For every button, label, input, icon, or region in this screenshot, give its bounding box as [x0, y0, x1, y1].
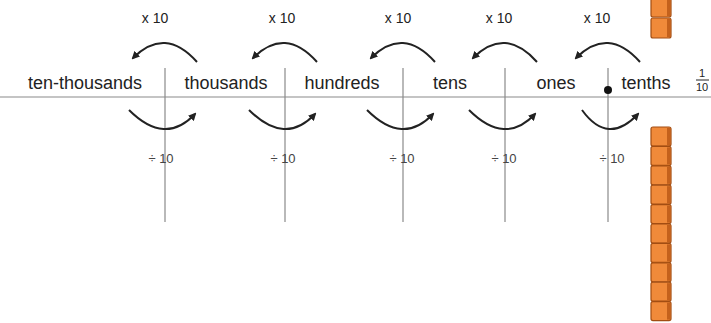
multiply-label: x 10 — [584, 11, 610, 25]
cube-shade — [667, 128, 671, 145]
tenth-cubes — [651, 0, 671, 321]
cube-shade — [667, 186, 671, 203]
place-name: tens — [433, 74, 467, 92]
cube — [651, 185, 671, 204]
fraction-denominator: 10 — [696, 82, 708, 93]
place-name: ten-thousands — [28, 74, 142, 92]
multiply-label: x 10 — [385, 11, 411, 25]
multiply-label: x 10 — [142, 11, 168, 25]
column-dividers — [165, 68, 608, 222]
divide-arrows — [129, 110, 638, 129]
place-name: ones — [536, 74, 575, 92]
multiply-label: x 10 — [269, 11, 295, 25]
cube-shade — [667, 303, 671, 320]
multiply-label: x 10 — [486, 11, 512, 25]
cube — [651, 146, 671, 165]
decimal-point — [604, 86, 612, 94]
cube — [651, 205, 671, 224]
place-name: hundreds — [304, 74, 379, 92]
cube — [651, 18, 671, 38]
fraction-bar — [696, 80, 709, 81]
cube-shade — [667, 206, 671, 223]
cube — [651, 0, 671, 17]
cube-shade — [667, 147, 671, 164]
divide-label: ÷ 10 — [599, 152, 624, 165]
cube-shade — [667, 0, 671, 16]
divide-label: ÷ 10 — [270, 152, 295, 165]
cube-shade — [667, 167, 671, 184]
cube — [651, 166, 671, 185]
divide-label: ÷ 10 — [389, 152, 414, 165]
cube — [651, 263, 671, 282]
divide-label: ÷ 10 — [491, 152, 516, 165]
multiply-arrows — [133, 43, 640, 62]
divide-label: ÷ 10 — [148, 152, 173, 165]
cube — [651, 302, 671, 321]
cube — [651, 243, 671, 262]
cube-shade — [667, 19, 671, 37]
cube-shade — [667, 244, 671, 261]
fraction-numerator: 1 — [699, 68, 705, 79]
place-line — [0, 96, 711, 97]
cube — [651, 127, 671, 146]
cube — [651, 224, 671, 243]
place-name: tenths — [621, 74, 670, 92]
place-name: thousands — [184, 74, 267, 92]
cube-shade — [667, 283, 671, 300]
cube-shade — [667, 264, 671, 281]
cube — [651, 282, 671, 301]
cube-shade — [667, 225, 671, 242]
